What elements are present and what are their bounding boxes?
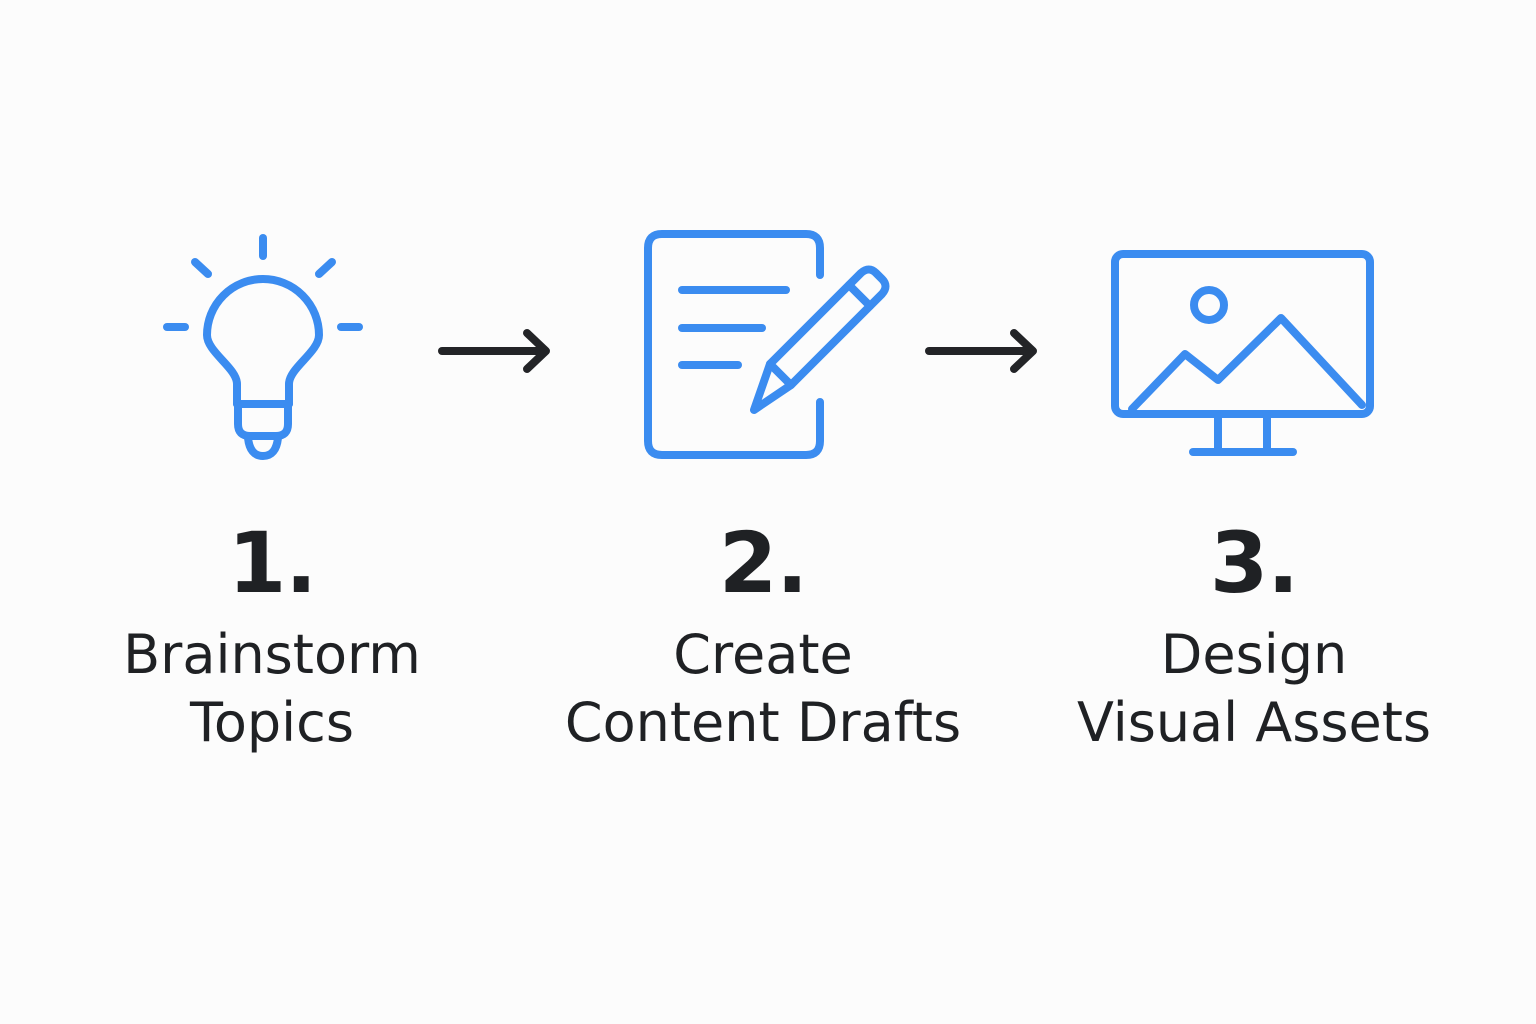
step-label-line: Design <box>1160 623 1348 686</box>
step-label-line: Visual Assets <box>1076 691 1432 754</box>
arrow-right-icon <box>430 320 560 380</box>
step-label-line: Brainstorm <box>123 623 421 686</box>
arrow-right-icon <box>918 320 1048 380</box>
lightbulb-icon <box>150 225 380 470</box>
step-3: 3. Design Visual Assets <box>1024 515 1484 757</box>
step-label: Design Visual Assets <box>1024 621 1484 757</box>
step-number: 3. <box>1209 514 1299 612</box>
document-pencil-icon <box>640 225 900 470</box>
step-label-line: Content Drafts <box>564 691 962 754</box>
step-label-line: Topics <box>190 691 354 754</box>
step-number: 2. <box>718 514 808 612</box>
monitor-image-icon <box>1100 245 1390 465</box>
step-label: Brainstorm Topics <box>42 621 502 757</box>
step-number: 1. <box>227 514 317 612</box>
step-1: 1. Brainstorm Topics <box>42 515 502 757</box>
step-2: 2. Create Content Drafts <box>533 515 993 757</box>
step-label: Create Content Drafts <box>533 621 993 757</box>
step-label-line: Create <box>673 623 853 686</box>
